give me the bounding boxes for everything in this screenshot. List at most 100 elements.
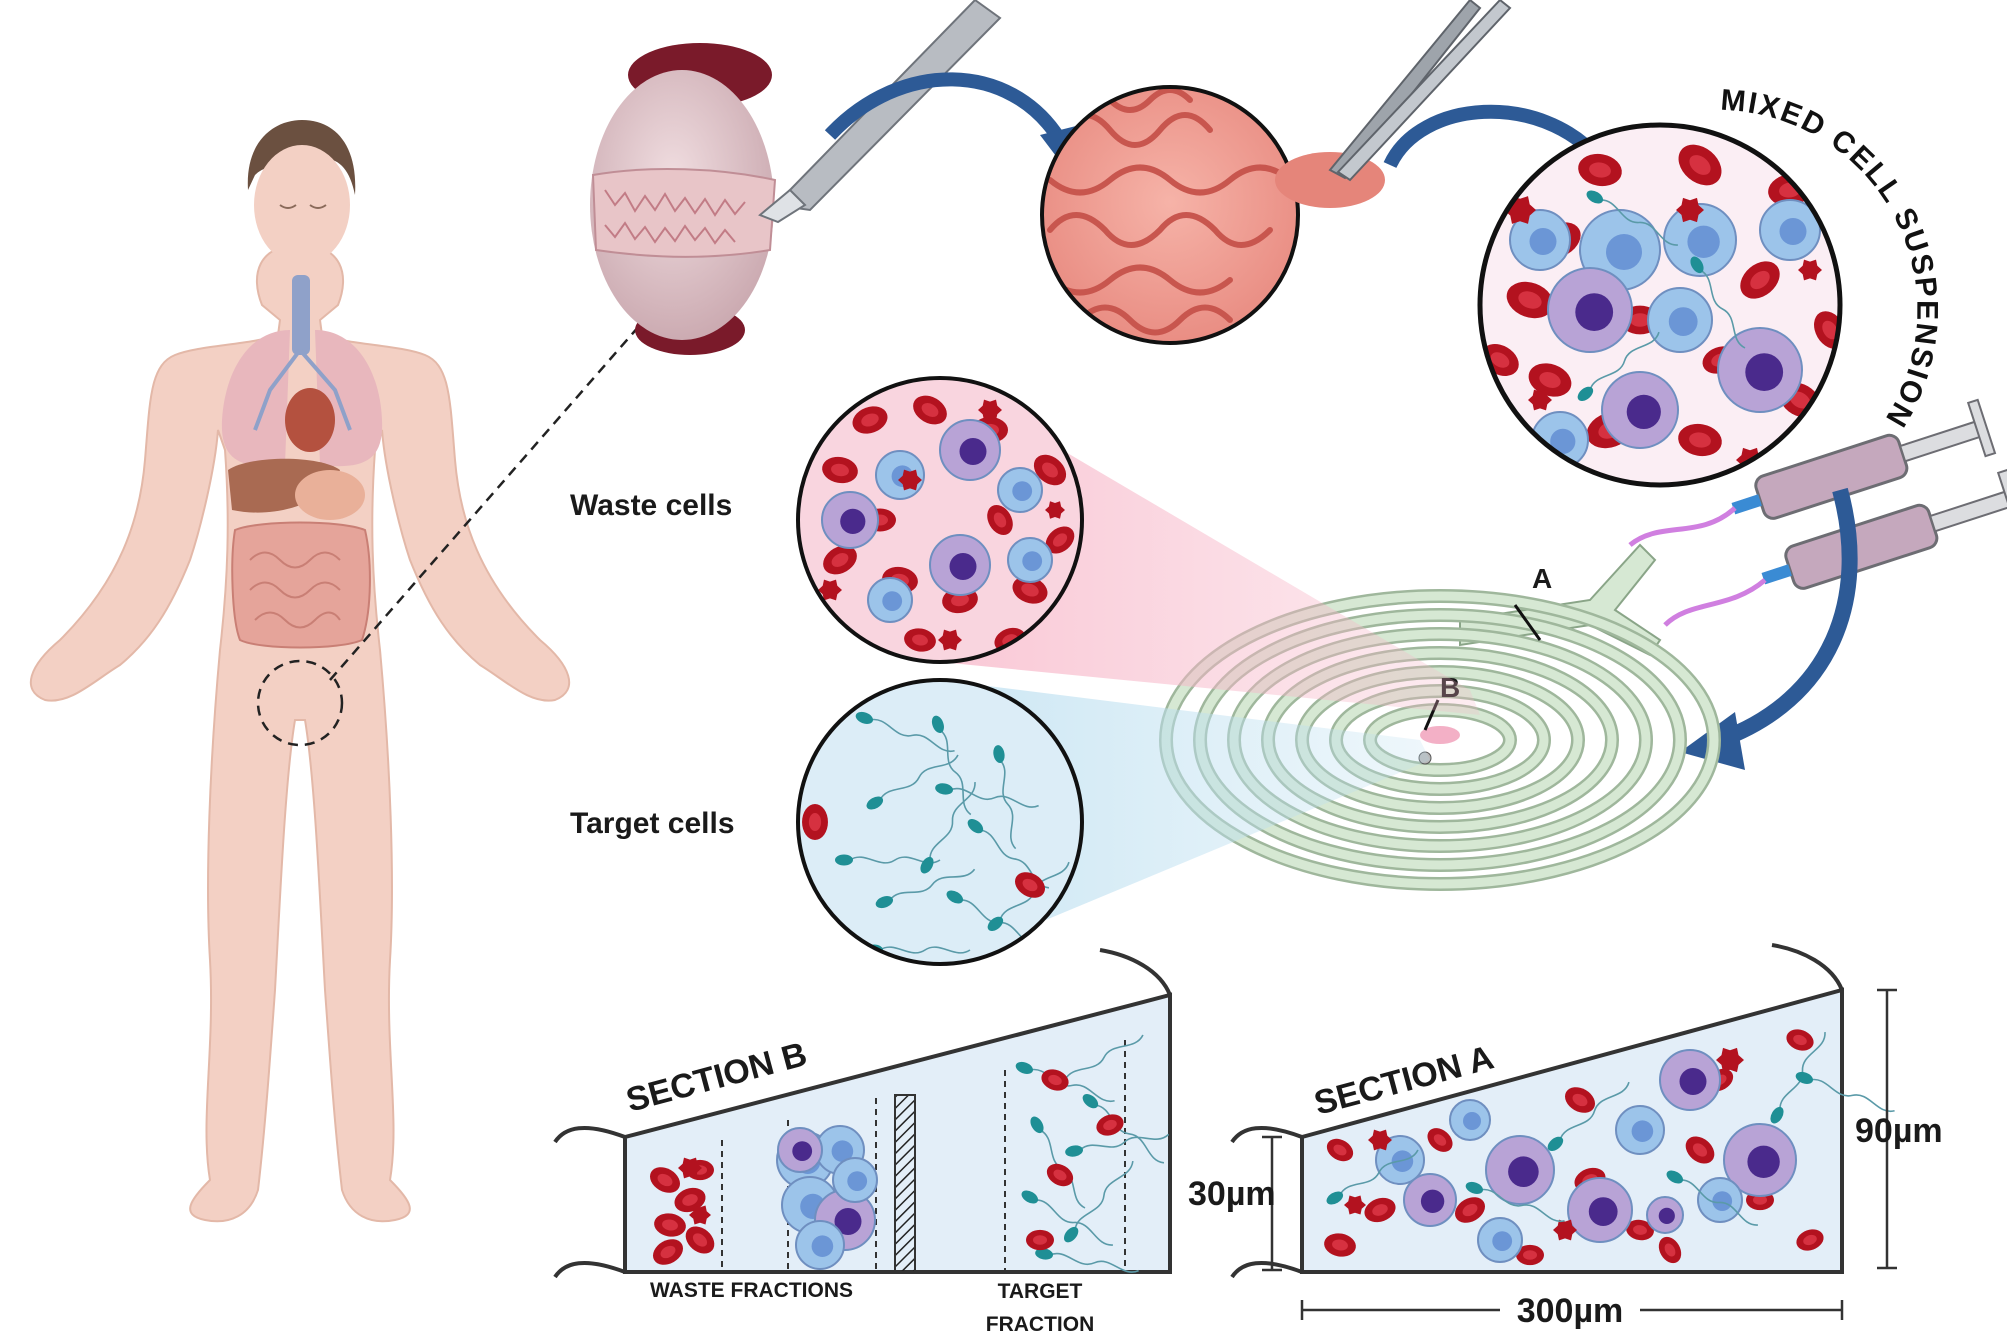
sperm-head (1795, 1071, 1814, 1084)
rbc-center (1539, 372, 1561, 388)
wbc-nucleus (847, 1171, 868, 1191)
wbc-nucleus (1679, 1068, 1707, 1095)
wbc-nucleus (1420, 1189, 1445, 1213)
white-blood-cell (1759, 199, 1821, 261)
sperm-tail (939, 729, 972, 816)
crenated-cell (898, 469, 922, 491)
incision (591, 167, 777, 258)
body-silhouette (29, 243, 571, 1223)
wbc-nucleus (882, 591, 903, 611)
waste-fractions-label: WASTE FRACTIONS (650, 1279, 853, 1302)
white-blood-cell (1646, 1196, 1684, 1234)
rbc-center (1572, 1093, 1588, 1107)
rbc-center (1689, 432, 1711, 448)
rbc-center (660, 1245, 676, 1259)
rbc-center (1630, 313, 1650, 327)
sperm-head (866, 796, 884, 810)
wbc-nucleus (1575, 293, 1614, 331)
sperm-cell (875, 868, 976, 909)
wbc-nucleus (1606, 234, 1642, 270)
wbc-nucleus (840, 508, 866, 534)
sperm-tail (1064, 1034, 1144, 1081)
red-blood-cell (652, 1239, 684, 1265)
sperm-tail (1479, 1188, 1565, 1222)
sperm-head (1063, 1226, 1079, 1243)
white-blood-cell (1509, 209, 1571, 271)
human-body-illustration (29, 120, 571, 1223)
arrow-syringe-to-device (1717, 487, 1858, 748)
rbc-center (1372, 1204, 1388, 1216)
crenated-cell (1716, 1047, 1744, 1073)
crenated-cell (978, 399, 1002, 421)
channel-wall-curve (553, 1260, 626, 1279)
crenated-cell (1045, 501, 1065, 519)
white-blood-cell (1717, 327, 1803, 413)
rbc-center (1692, 1143, 1708, 1157)
sperm-head (1690, 256, 1704, 274)
sperm-head (1030, 1116, 1044, 1134)
syringe-icon-1 (1731, 398, 1997, 520)
sperm-cell (1465, 1181, 1565, 1222)
white-blood-cell (1567, 1177, 1633, 1243)
rbc-center (951, 593, 969, 607)
white-blood-cell (1403, 1173, 1457, 1227)
red-blood-cell (1740, 261, 1780, 299)
red-blood-cell (1326, 1138, 1354, 1162)
sperm-head (935, 783, 954, 795)
crenated-cell (1798, 259, 1822, 281)
sperm-tail (1589, 331, 1660, 391)
intestines (231, 521, 371, 649)
white-blood-cell (821, 491, 879, 549)
sperm-head (1082, 1093, 1099, 1109)
white-blood-cell (1663, 203, 1737, 277)
sperm-head (1035, 1248, 1054, 1260)
outlet-marker (1420, 726, 1460, 744)
sperm-head (931, 715, 944, 734)
sperm-tail (1679, 1179, 1758, 1226)
sperm-cell (1063, 1160, 1134, 1243)
seminiferous-tubules-circle (1040, 85, 1385, 345)
rbc-center (861, 413, 879, 427)
wbc-nucleus (792, 1141, 813, 1161)
red-blood-cell (802, 804, 828, 840)
sperm-tail (949, 787, 1039, 808)
red-blood-cell (1364, 1197, 1396, 1223)
trachea (292, 275, 310, 355)
rbc-center (1433, 1134, 1447, 1146)
crenated-cell (678, 1157, 702, 1179)
rbc-center (1462, 1203, 1478, 1217)
sperm-tail (929, 782, 976, 861)
stomach (295, 470, 365, 520)
wbc-nucleus (1508, 1156, 1539, 1187)
rbc-center (1523, 1250, 1537, 1260)
forceps-icon (1328, 0, 1512, 182)
wbc-nucleus (1529, 228, 1557, 255)
crenated-cell (1528, 389, 1552, 411)
sperm-tail (999, 759, 1017, 850)
connector-line (329, 324, 641, 681)
sperm-tail (1779, 1032, 1826, 1111)
rbc-center (1048, 1074, 1062, 1086)
wbc-nucleus (959, 438, 987, 465)
white-blood-cell (1485, 1135, 1555, 1205)
dim-30-label: 30µm (1188, 1175, 1276, 1213)
sperm-cell (1547, 1081, 1630, 1152)
sperm-cell (1035, 1248, 1139, 1273)
rbc-center (682, 1194, 698, 1206)
marker-a-line (1513, 604, 1542, 641)
white-blood-cell (1615, 1105, 1665, 1155)
red-blood-cell (987, 504, 1013, 536)
white-blood-cell (832, 1157, 878, 1203)
red-blood-cell (1658, 1236, 1682, 1264)
sperm-cell (866, 754, 959, 810)
red-blood-cell (1564, 1087, 1596, 1113)
wbc-nucleus (1668, 307, 1698, 336)
tubing-1 (1628, 506, 1737, 547)
sperm-head (1586, 190, 1604, 204)
crenated-cell (689, 1205, 711, 1225)
white-blood-cell (1449, 1099, 1491, 1141)
syringe-icon-2 (1761, 468, 2007, 590)
sperm-tail (1559, 1081, 1630, 1141)
red-blood-cell (1685, 1136, 1715, 1164)
red-blood-cell (1516, 1244, 1544, 1266)
